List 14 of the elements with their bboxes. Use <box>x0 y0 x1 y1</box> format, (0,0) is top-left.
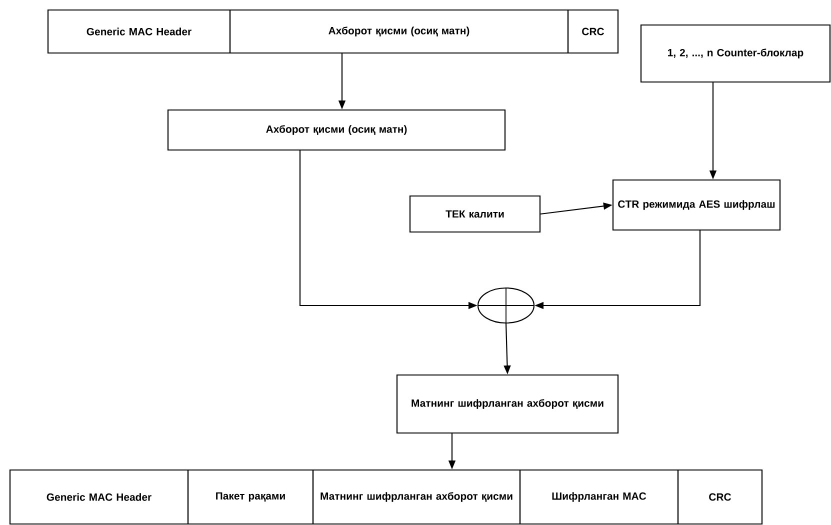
header-cell: Generic MAC Header <box>9 469 189 525</box>
crc-cell: CRC <box>677 469 763 525</box>
xor-symbol <box>477 287 535 324</box>
process-box: ТЕК калити <box>409 195 541 233</box>
process-box: CTR режимида AES шифрлаш <box>612 179 781 231</box>
header-cell: Generic MAC Header <box>47 9 231 54</box>
process-box: 1, 2, ..., n Counter-блоклар <box>640 24 831 83</box>
crc-cell: CRC <box>567 9 619 54</box>
mac-cell: Шифрланган MAC <box>519 469 679 525</box>
process-box: Ахборот қисми (осиқ матн) <box>167 109 506 151</box>
data-cell: Ахборот қисми (осиқ матн) <box>229 9 569 54</box>
packet-number-cell: Пакет рақами <box>187 469 314 525</box>
data-cell: Матнинг шифрланган ахборот қисми <box>312 469 521 525</box>
process-box: Матнинг шифрланган ахборот қисми <box>396 374 619 434</box>
